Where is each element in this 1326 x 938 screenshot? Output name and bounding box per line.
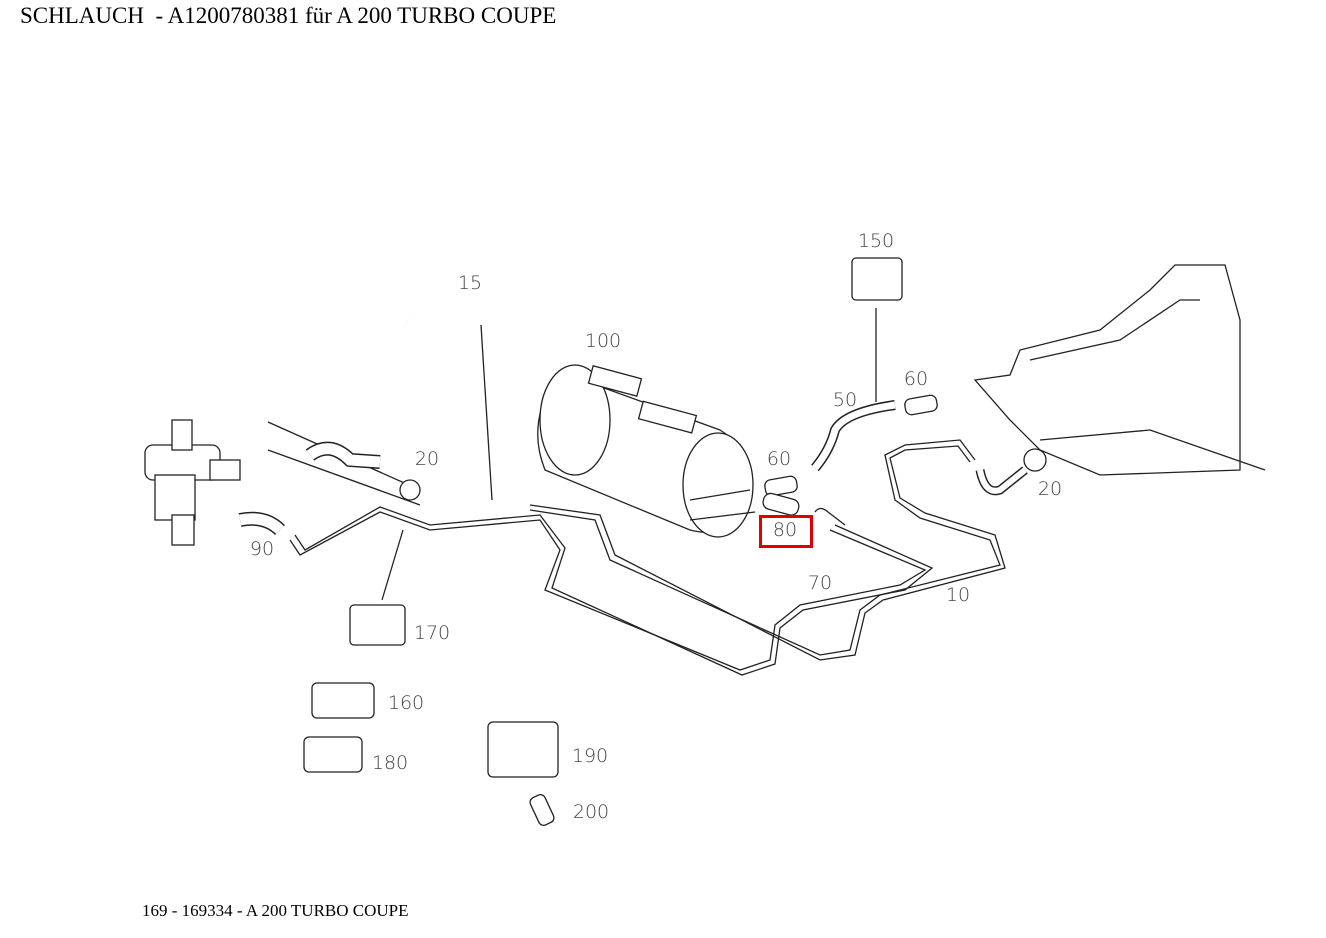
part-label-20[interactable]: 20 [1037,478,1063,500]
part-label-10[interactable]: 10 [945,584,971,606]
part-label-200[interactable]: 200 [572,801,610,823]
part-label-90[interactable]: 90 [249,538,275,560]
clip-170[interactable] [349,604,406,646]
pipe-10[interactable] [289,506,934,676]
part-label-190[interactable]: 190 [571,745,609,767]
part-label-70[interactable]: 70 [807,572,833,594]
part-label-160[interactable]: 160 [387,692,425,714]
clip-160[interactable] [311,682,375,719]
part-label-150[interactable]: 150 [857,230,895,252]
footer-model-info: 169 - 169334 - A 200 TURBO COUPE [142,901,409,920]
part-label-50[interactable]: 50 [832,389,858,411]
valve [144,419,241,546]
part-label-15[interactable]: 15 [457,272,483,294]
page-title: SCHLAUCH - A1200780381 für A 200 TURBO C… [20,3,557,28]
highlight-box-part-80 [759,515,813,548]
part-label-170[interactable]: 170 [413,622,451,644]
clamp-20-left[interactable] [399,479,421,501]
pipe-70[interactable] [529,439,1006,661]
clip-190[interactable] [487,721,559,778]
part-label-20[interactable]: 20 [414,448,440,470]
clamp-20-right[interactable] [1023,448,1047,472]
sleeve-60-lower[interactable] [764,475,798,497]
part-label-180[interactable]: 180 [371,752,409,774]
clip-150[interactable] [851,257,903,301]
part-label-60[interactable]: 60 [766,448,792,470]
clip-180[interactable] [303,736,363,773]
sleeve-200[interactable] [528,793,555,827]
fuel-tank [973,264,1266,476]
part-label-100[interactable]: 100 [584,330,622,352]
part-label-60[interactable]: 60 [903,368,929,390]
activated-charcoal-canister[interactable] [537,364,756,538]
part-label-80[interactable]: 80 [772,519,798,541]
sleeve-60-upper[interactable] [904,394,938,416]
elbow-80[interactable] [762,492,846,526]
